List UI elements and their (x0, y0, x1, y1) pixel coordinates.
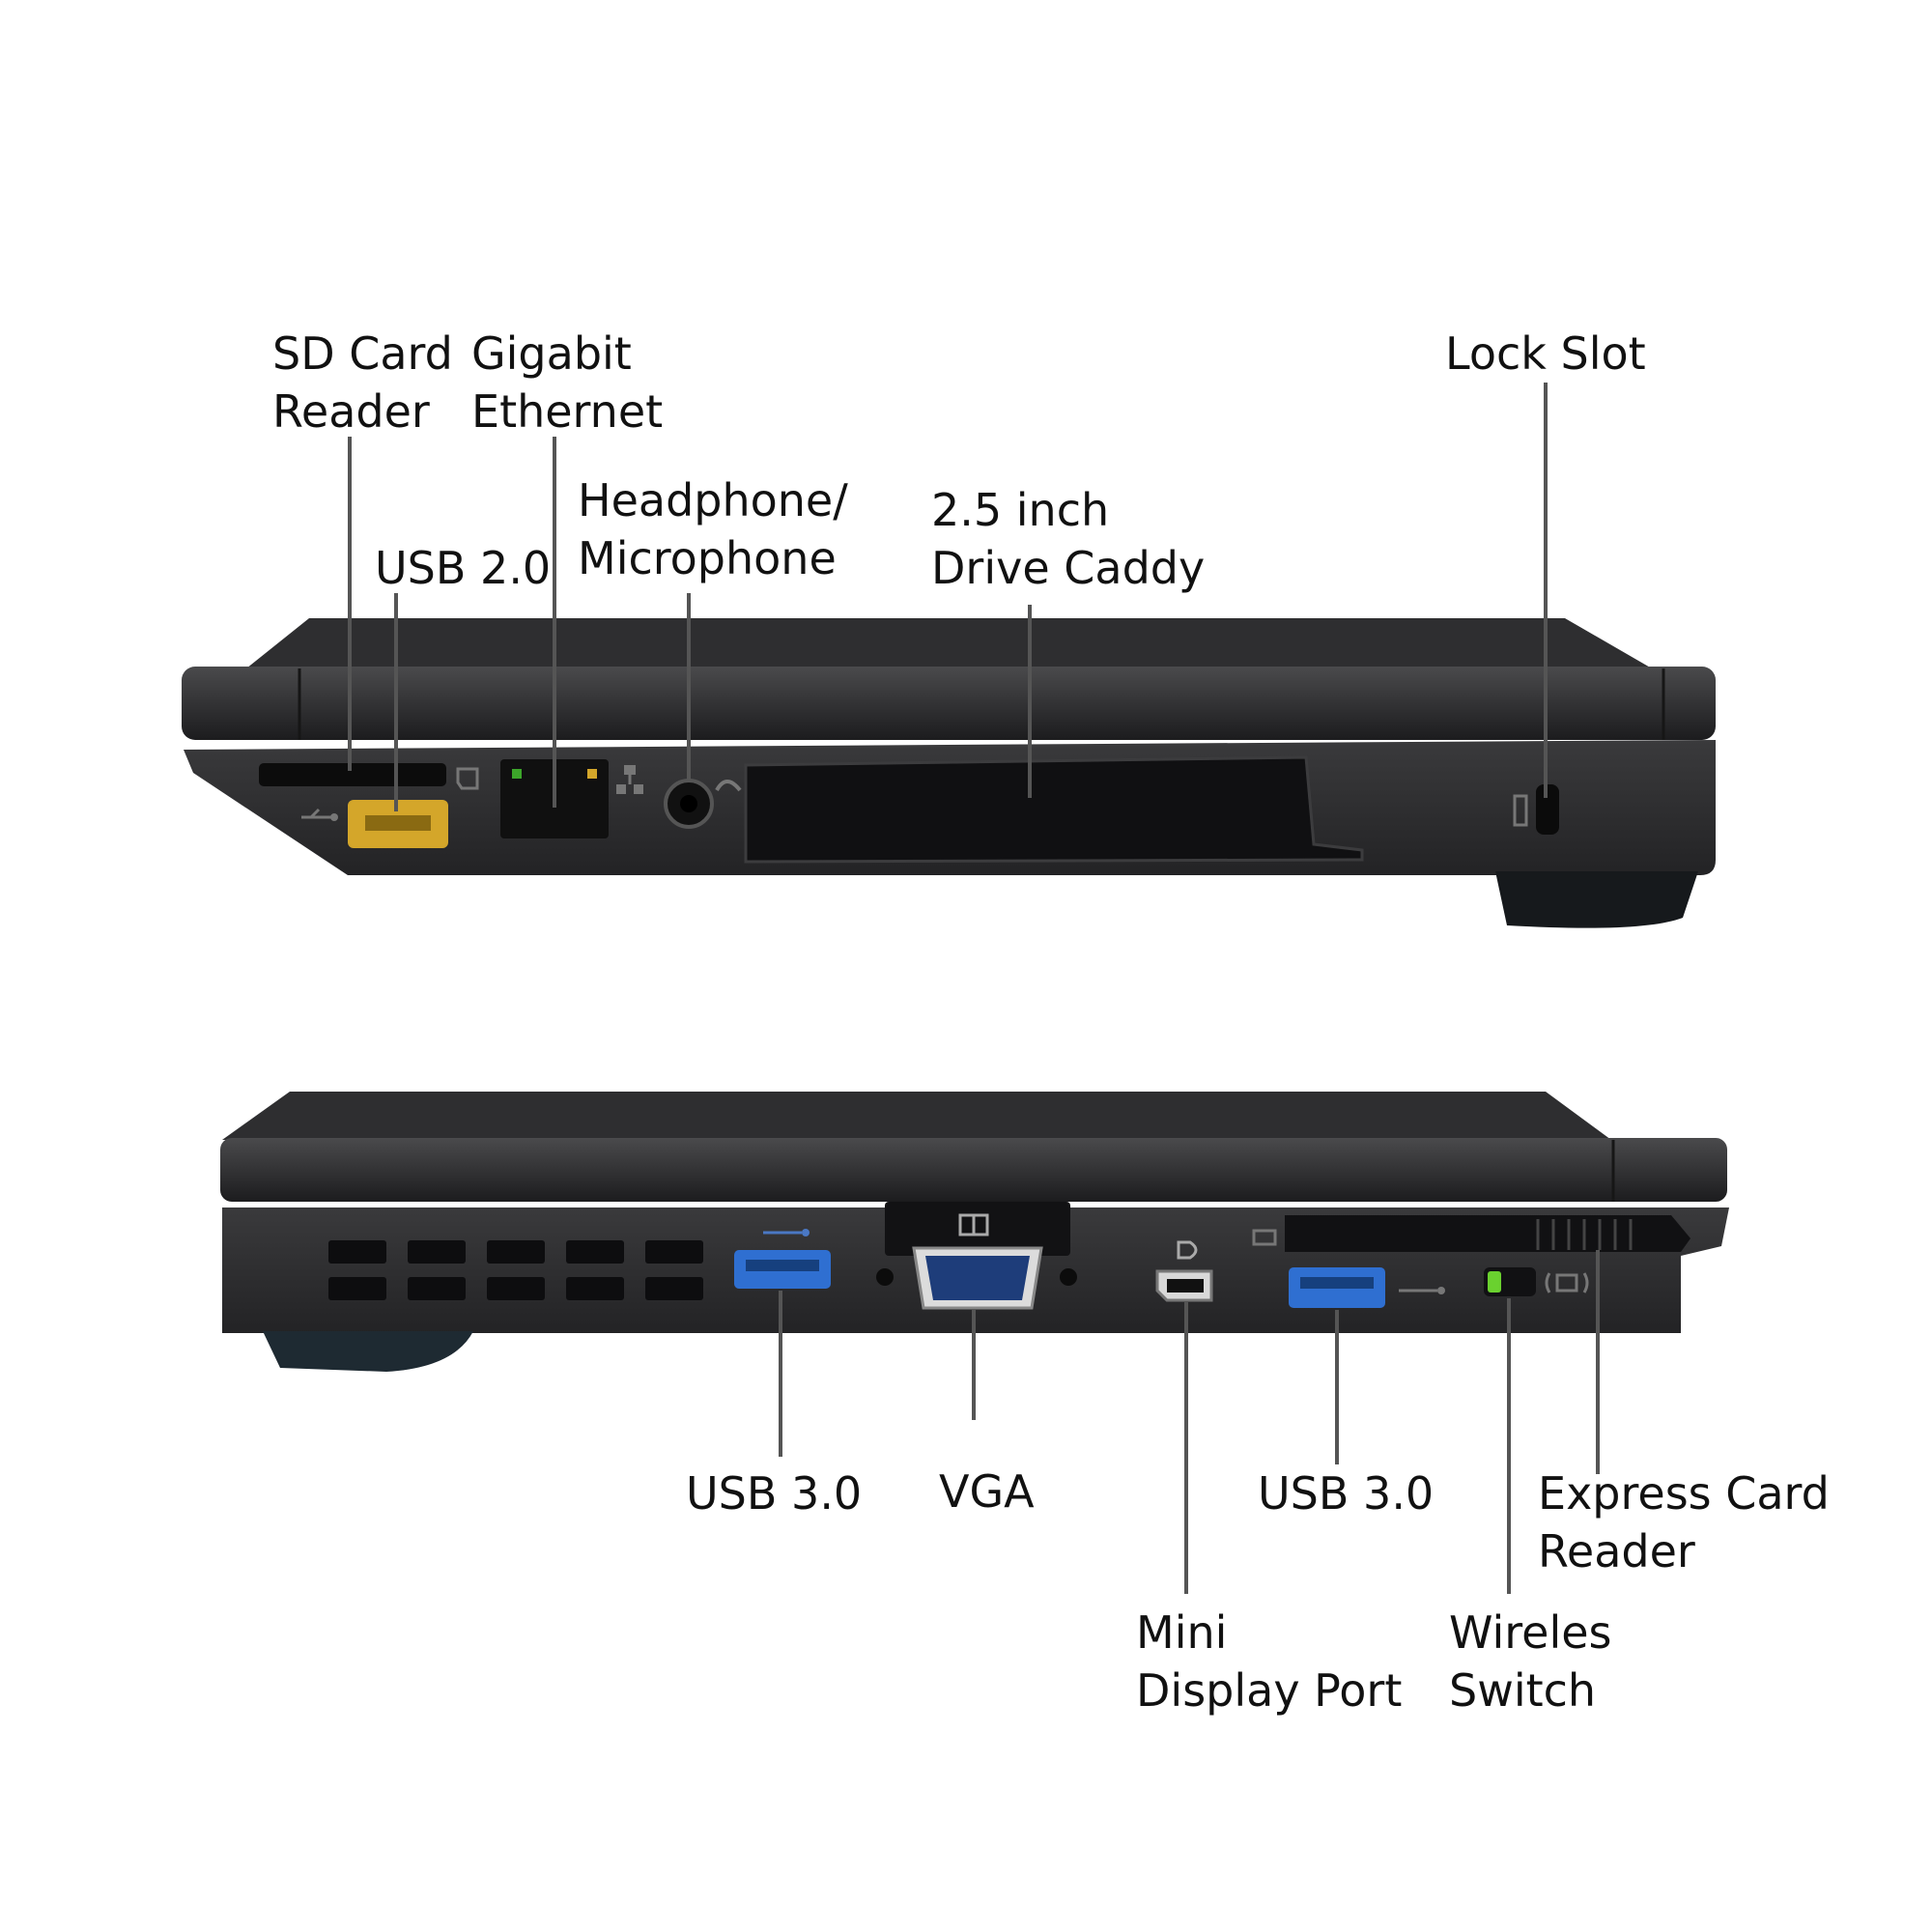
label-wireless-line2: Switch (1449, 1664, 1596, 1717)
express-card-slot (1285, 1215, 1690, 1252)
label-gigabit-line1: Gigabit (471, 327, 632, 380)
label-usb20: USB 2.0 (375, 542, 551, 594)
wireless-led (1488, 1271, 1501, 1293)
top-laptop (182, 618, 1716, 928)
bottom-laptop-lid-surface (222, 1092, 1611, 1140)
usb3-ss-icon-left (763, 1229, 810, 1236)
label-mini-dp-line1: Mini (1136, 1606, 1227, 1659)
bottom-laptop (220, 1092, 1729, 1372)
label-gigabit-line2: Ethernet (471, 385, 663, 438)
label-headphone-line1: Headphone/ (578, 474, 848, 526)
label-drive-caddy-line2: Drive Caddy (931, 542, 1205, 594)
label-drive-caddy-line1: 2.5 inch (931, 484, 1109, 536)
vga-icon (958, 1213, 989, 1236)
label-express-card-line2: Reader (1538, 1525, 1695, 1577)
bottom-laptop-lid-edge (220, 1138, 1727, 1202)
label-sd-card-line1: SD Card (272, 327, 453, 380)
label-wireless-line1: Wireles (1449, 1606, 1612, 1659)
label-mini-dp-line2: Display Port (1136, 1664, 1402, 1717)
label-headphone-line2: Microphone (578, 532, 837, 584)
drive-caddy (744, 755, 1364, 864)
usb3-ss-icon-right (1399, 1287, 1445, 1294)
express-card-icon (1252, 1229, 1277, 1246)
lock-icon (1513, 794, 1528, 827)
headphone-icon (715, 780, 742, 792)
bottom-laptop-foot (263, 1331, 473, 1372)
label-lock-slot: Lock Slot (1445, 327, 1646, 380)
label-sd-card-line2: Reader (272, 385, 430, 438)
top-laptop-lid-edge (182, 667, 1716, 740)
label-vga: VGA (939, 1465, 1035, 1518)
label-usb30-right: USB 3.0 (1258, 1467, 1434, 1520)
lock-slot (1536, 784, 1559, 835)
air-vents (328, 1240, 703, 1300)
sd-card-icon (456, 767, 479, 790)
usb-icon (301, 808, 338, 821)
top-laptop-lid-surface (246, 618, 1652, 668)
label-usb30-left: USB 3.0 (686, 1467, 862, 1520)
vga-bezel (885, 1202, 1070, 1256)
wireless-icon (1545, 1272, 1589, 1293)
label-express-card-line1: Express Card (1538, 1467, 1830, 1520)
displayport-icon (1177, 1240, 1198, 1260)
network-icon (616, 765, 643, 794)
leader-lines (348, 383, 1600, 1594)
sd-card-slot (259, 763, 446, 786)
top-laptop-foot (1495, 871, 1698, 928)
